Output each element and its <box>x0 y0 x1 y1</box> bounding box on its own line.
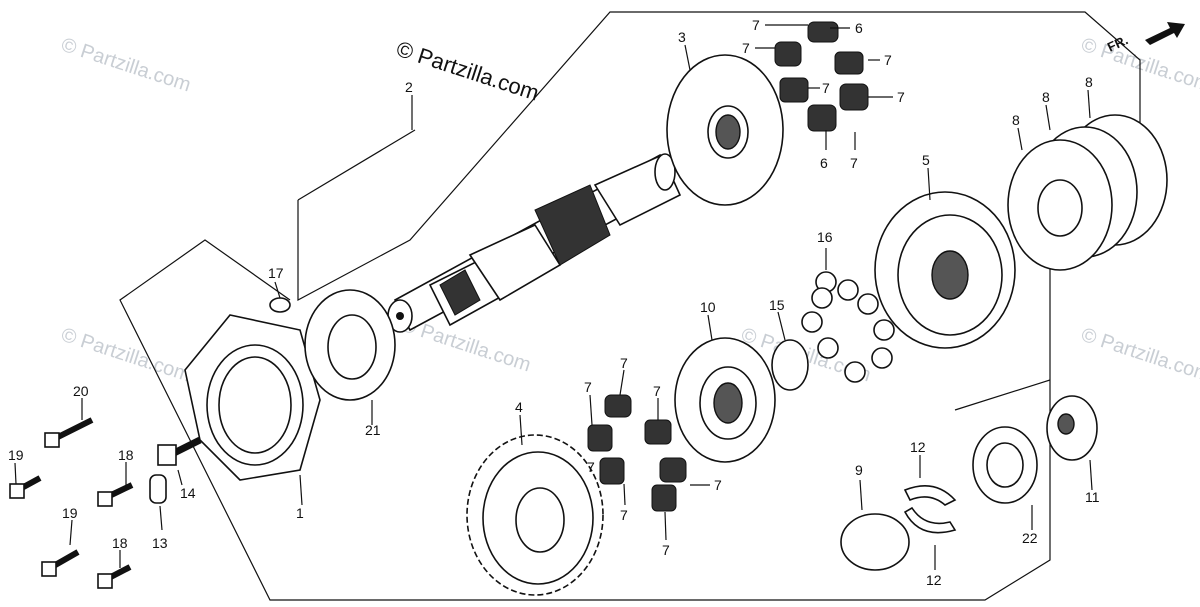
spring-cluster-bottom <box>587 394 687 512</box>
watermark-top-right: © Partzilla.com <box>1078 34 1200 97</box>
callout-6-a: 6 <box>855 20 863 36</box>
callout-9: 9 <box>855 462 863 478</box>
leader-lines <box>14 24 1093 570</box>
callout-19-b: 19 <box>62 505 78 521</box>
leader-2-line <box>297 129 416 201</box>
callout-1: 1 <box>296 505 304 521</box>
driven-gear <box>466 434 604 596</box>
collar-lower <box>903 506 957 534</box>
clamp-13 <box>149 474 167 504</box>
callout-7-g: 7 <box>620 355 628 371</box>
sub-assembly-outline <box>954 379 1051 411</box>
callout-3: 3 <box>678 29 686 45</box>
bolt-20 <box>44 417 94 448</box>
callout-7-a: 7 <box>752 17 760 33</box>
bearing-21 <box>304 289 396 401</box>
callout-21: 21 <box>365 422 381 438</box>
callout-18-a: 18 <box>118 447 134 463</box>
callout-7-d: 7 <box>822 80 830 96</box>
circlip <box>771 339 809 391</box>
watermark-right: © Partzilla.com <box>1078 324 1200 387</box>
callout-7-h: 7 <box>584 379 592 395</box>
main-shaft <box>387 153 682 333</box>
callout-7-e: 7 <box>897 89 905 105</box>
callout-6-b: 6 <box>820 155 828 171</box>
friction-plates <box>1007 114 1168 271</box>
callout-5: 5 <box>922 152 930 168</box>
callout-7-l: 7 <box>662 542 670 558</box>
watermark-top-left: © Partzilla.com <box>58 34 193 97</box>
bearing-housing <box>184 314 321 481</box>
callout-8-b: 8 <box>1042 89 1050 105</box>
callout-11: 11 <box>1085 489 1100 505</box>
callout-19-a: 19 <box>8 447 24 463</box>
spring-cluster-top <box>774 21 869 132</box>
watermark-mid-left: © Partzilla.com <box>58 324 193 387</box>
clutch-hub <box>674 337 776 463</box>
bolt-18-top <box>97 482 134 507</box>
callout-17: 17 <box>268 265 284 281</box>
callout-7-b: 7 <box>742 40 750 56</box>
callout-12-b: 12 <box>926 572 942 588</box>
steel-balls <box>801 271 895 383</box>
clutch-outer-disk <box>666 54 784 206</box>
callout-15: 15 <box>769 297 785 313</box>
callout-7-m: 7 <box>587 459 595 475</box>
washer-9 <box>840 513 910 571</box>
callout-7-f: 7 <box>850 155 858 171</box>
bolt-18-bottom <box>97 564 132 589</box>
callout-20: 20 <box>73 383 89 399</box>
callout-22: 22 <box>1022 530 1038 546</box>
callout-7-j: 7 <box>714 477 722 493</box>
callout-8-a: 8 <box>1012 112 1020 128</box>
callout-12-a: 12 <box>910 439 926 455</box>
callout-4: 4 <box>515 399 523 415</box>
bolt-19-bottom <box>41 549 80 577</box>
callout-7-k: 7 <box>620 507 628 523</box>
copyright-text: © Partzilla.com <box>393 36 542 106</box>
collar-upper <box>903 484 957 506</box>
callout-14: 14 <box>180 485 196 501</box>
callout-2: 2 <box>405 79 413 95</box>
bearing-22 <box>972 426 1038 504</box>
clutch-drum <box>874 191 1016 349</box>
callout-7-c: 7 <box>884 52 892 68</box>
callout-10: 10 <box>700 299 716 315</box>
callout-18-b: 18 <box>112 535 128 551</box>
dowel-pin <box>269 297 291 313</box>
front-direction-arrow-icon: FR. <box>1105 22 1185 55</box>
bolt-19-top <box>9 475 42 499</box>
bolt-14 <box>157 436 202 466</box>
callout-7-i: 7 <box>653 383 661 399</box>
cap-11 <box>1046 395 1098 461</box>
callout-16: 16 <box>817 229 833 245</box>
callout-8-c: 8 <box>1085 74 1093 90</box>
callout-13: 13 <box>152 535 168 551</box>
